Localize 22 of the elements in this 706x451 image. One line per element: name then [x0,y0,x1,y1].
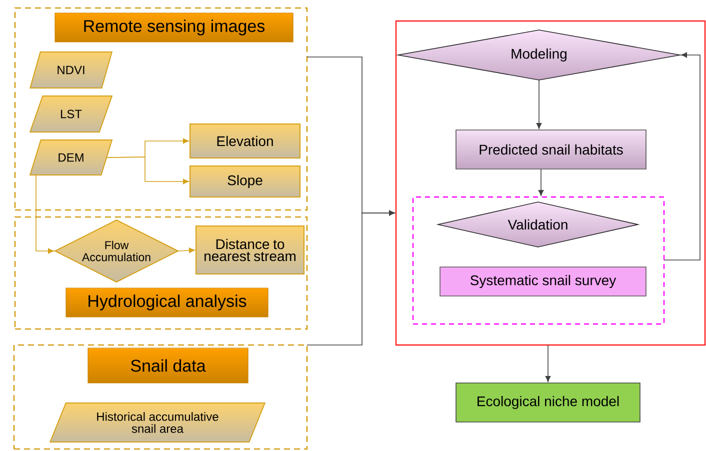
heading-bar: Remote sensing images [54,12,294,42]
result-box: Ecological niche model [456,382,640,422]
heading-bar: Snail data [88,348,248,384]
dashed-group-box [13,344,308,450]
dashed-group-box [14,7,308,211]
process-box: Elevation [190,124,300,158]
arrow [536,80,542,129]
process-box: Predicted snail habitats [456,130,646,170]
process-box: Slope [190,166,300,198]
dashed-group-box [14,216,308,330]
arrow [545,344,551,382]
arrow [178,248,195,254]
arrow [36,174,54,254]
process-box: Distance to nearest stream [196,226,304,274]
process-box: Systematic snail survey [440,266,646,296]
heading-bar: Hydrological analysis [66,288,268,318]
arrow [306,210,395,346]
arrow [106,156,189,184]
dashed-group-box [412,196,665,325]
arrow [538,168,544,196]
frame-box [395,20,706,346]
arrow [664,52,700,260]
